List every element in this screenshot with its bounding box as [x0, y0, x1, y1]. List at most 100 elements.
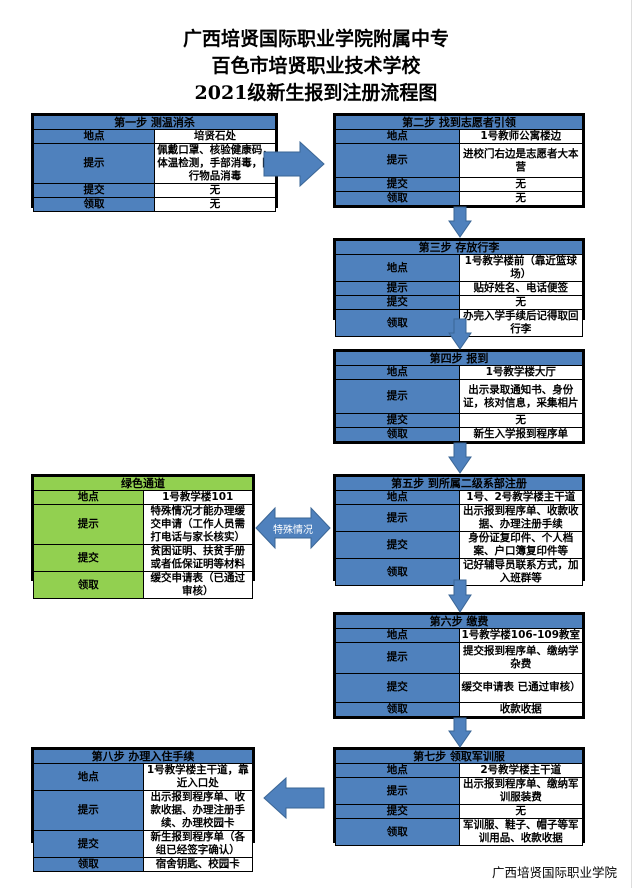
row-label: 提示: [335, 642, 460, 674]
row-label: 提示: [33, 504, 144, 545]
green-channel-location: 1号教学楼101: [142, 490, 253, 505]
arrow-left-icon: [263, 776, 325, 820]
row-label: 地点: [335, 129, 460, 144]
row-label: 提交: [335, 177, 460, 192]
step-submit: 新生报到程序单（各组已经签字确认）: [142, 830, 253, 858]
step-receive: 无: [458, 191, 583, 206]
step-header: 第六步 缴费: [335, 614, 583, 629]
green-channel-header: 绿色通道: [33, 476, 253, 491]
row-label: 提交: [33, 830, 144, 858]
green-channel-receive: 缓交申请表（已通过审核）: [142, 571, 253, 599]
double-arrow-icon: [255, 506, 331, 550]
arrow-down-icon: [448, 206, 472, 238]
row-label: 提交: [335, 413, 460, 428]
step-location: 1号、2号教学楼主干道: [458, 490, 583, 505]
step-tip: 进校门右边是志愿者大本营: [458, 143, 583, 178]
special-case-label: 特殊情况: [273, 525, 313, 536]
row-label: 提示: [335, 777, 460, 805]
step-receive: 记好辅导员联系方式，加入班群等: [458, 558, 583, 586]
step-submit: 缓交申请表 已通过审核）: [458, 672, 583, 703]
step-tip: 贴好姓名、电话便签: [458, 281, 583, 296]
row-label: 领取: [335, 818, 460, 846]
step-1-box: 第一步 测温消杀 地点培贤石处 提示佩戴口罩、核验健康码，体温检测，手部消毒，随…: [31, 113, 278, 212]
footer-org: 广西培贤国际职业学院: [491, 865, 617, 880]
step-header: 第七步 领取军训服: [335, 749, 583, 764]
row-label: 领取: [335, 427, 460, 442]
step-receive: 办完入学手续后记得取回行李: [458, 309, 583, 337]
title-line-1: 广西培贤国际职业学院附属中专: [182, 28, 449, 50]
row-label: 地点: [335, 763, 460, 778]
step-location: 1号教师公寓楼边: [458, 129, 583, 144]
row-label: 领取: [335, 191, 460, 206]
arrow-right-icon: [263, 140, 325, 188]
step-receive: 军训服、鞋子、帽子等军训用品、收款收据: [458, 818, 583, 846]
step-location: 1号教学楼前（靠近篮球场）: [458, 254, 583, 282]
row-label: 提交: [335, 531, 460, 559]
step-tip: 佩戴口罩、核验健康码，体温检测，手部消毒，随行物品消毒: [154, 143, 276, 184]
row-label: 提交: [335, 295, 460, 310]
row-label: 地点: [335, 254, 460, 282]
row-label: 提示: [335, 143, 460, 178]
row-label: 提示: [335, 281, 460, 296]
step-submit: 无: [458, 177, 583, 192]
step-location: 2号教学楼主干道: [458, 763, 583, 778]
row-label: 提示: [335, 379, 460, 414]
row-label: 提示: [33, 143, 155, 184]
row-label: 领取: [335, 309, 460, 337]
arrow-down-icon: [448, 442, 472, 474]
green-channel-tip: 特殊情况才能办理缓交申请（工作人员需打电话与家长核实）: [142, 504, 253, 545]
row-label: 领取: [33, 857, 144, 872]
row-label: 领取: [335, 558, 460, 586]
step-tip: 提交报到程序单、缴纳学杂费: [458, 642, 583, 674]
step-header: 第一步 测温消杀: [33, 115, 276, 130]
row-label: 地点: [335, 490, 460, 505]
step-location: 1号教学楼大厅: [458, 365, 583, 380]
row-label: 提示: [335, 504, 460, 532]
row-label: 地点: [33, 490, 144, 505]
step-header: 第三步 存放行李: [335, 240, 583, 255]
row-label: 提交: [335, 672, 460, 703]
step-header: 第五步 到所属二级系部注册: [335, 476, 583, 491]
row-label: 地点: [33, 763, 144, 791]
step-tip: 出示报到程序单、收款收据、办理注册手续: [458, 504, 583, 532]
step-receive: 新生入学报到程序单: [458, 427, 583, 442]
row-label: 提交: [33, 183, 155, 198]
step-header: 第四步 报到: [335, 351, 583, 366]
step-header: 第八步 办理入住手续: [33, 749, 253, 764]
step-receive: 无: [154, 197, 276, 212]
step-header: 第二步 找到志愿者引领: [335, 115, 583, 130]
title-line-2: 百色市培贤职业技术学校: [211, 55, 421, 77]
title-line-3: 2021级新生报到注册流程图: [194, 82, 438, 104]
row-label: 地点: [33, 129, 155, 144]
step-location: 1号教学楼主干道，靠近入口处: [142, 763, 253, 791]
arrow-down-icon: [448, 318, 472, 350]
step-tip: 出示报到程序单、缴纳军训服装费: [458, 777, 583, 805]
step-submit: 身份证复印件、个人档案、户口簿复印件等: [458, 531, 583, 559]
step-location: 1号教学楼106-109教室: [458, 627, 583, 644]
step-submit: 无: [458, 804, 583, 819]
step-submit: 无: [458, 295, 583, 310]
row-label: 地点: [335, 365, 460, 380]
arrow-down-icon: [448, 717, 472, 748]
row-label: 领取: [33, 571, 144, 599]
arrow-down-icon: [448, 579, 472, 613]
step-location: 培贤石处: [154, 129, 276, 144]
row-label: 领取: [33, 197, 155, 212]
step-submit: 无: [458, 413, 583, 428]
row-label: 提交: [33, 544, 144, 572]
step-tip: 出示报到程序单、收款收据、办理注册手续、办理校园卡: [142, 790, 253, 831]
row-label: 提示: [33, 790, 144, 831]
step-tip: 出示录取通知书、身份证，核对信息，采集相片: [458, 379, 583, 414]
step-receive: 收款收据: [458, 701, 583, 718]
row-label: 地点: [335, 627, 460, 644]
step-submit: 无: [154, 183, 276, 198]
row-label: 领取: [335, 701, 460, 718]
green-channel-submit: 贫困证明、扶贫手册或者低保证明等材料: [142, 544, 253, 572]
